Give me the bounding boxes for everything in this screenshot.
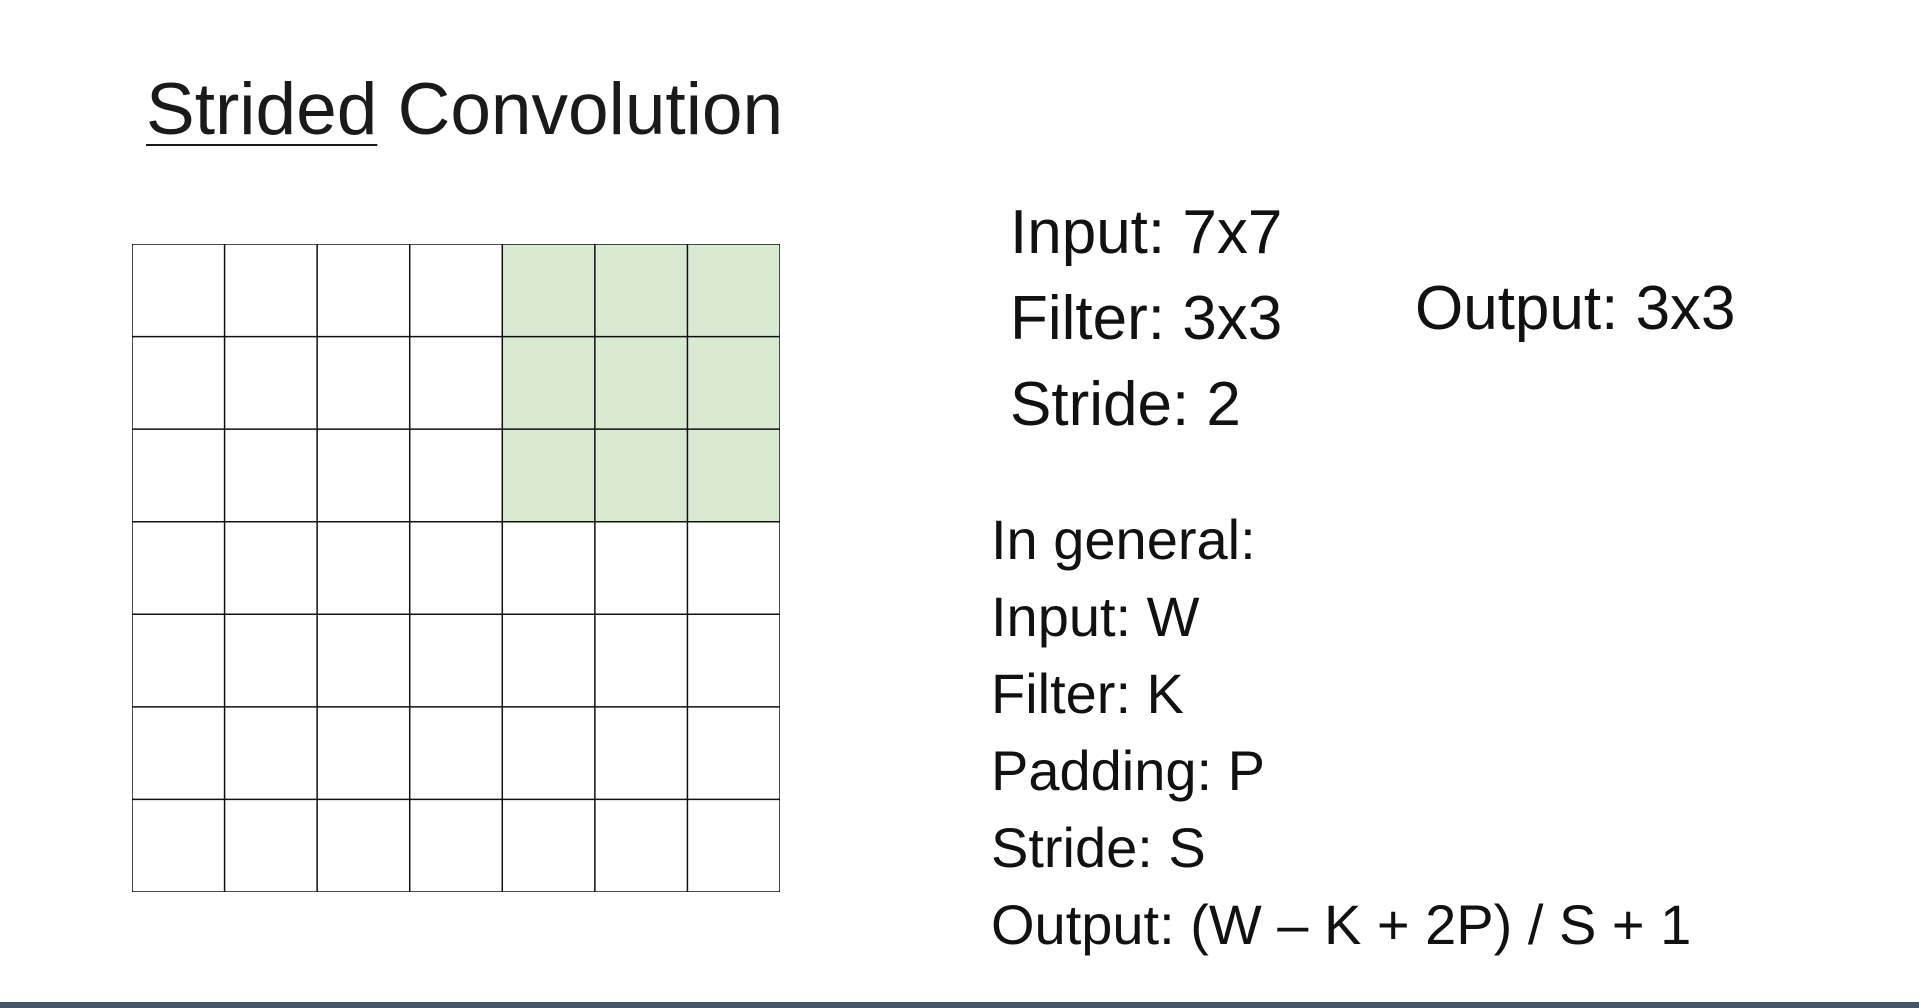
grid-cell	[132, 429, 225, 522]
general-stride: Stride: S	[991, 816, 1206, 879]
highlighted-grid-cell	[687, 336, 780, 430]
grid-cell	[409, 336, 503, 430]
grid-cell	[317, 614, 410, 707]
title-remaining-text: Convolution	[377, 69, 784, 150]
grid-cell	[132, 614, 225, 707]
example-output: Output: 3x3	[1415, 274, 1736, 343]
grid-cell	[502, 706, 595, 800]
grid-cell	[594, 799, 688, 892]
grid-cell	[317, 429, 410, 522]
grid-cell	[317, 521, 410, 615]
highlighted-grid-cell	[594, 336, 688, 430]
grid-cell	[409, 614, 503, 707]
highlighted-grid-cell	[687, 429, 780, 522]
grid-cell	[594, 706, 688, 800]
general-padding: Padding: P	[991, 739, 1265, 802]
example-stride: Stride: 2	[1010, 370, 1241, 439]
grid-cell	[409, 799, 503, 892]
grid-cell	[224, 244, 318, 337]
grid-cell	[132, 336, 225, 430]
highlighted-grid-cell	[502, 244, 595, 337]
grid-cell	[687, 521, 780, 615]
grid-cell	[224, 521, 318, 615]
highlighted-grid-cell	[594, 244, 688, 337]
general-formula-block: In general: Input: W Filter: K Padding: …	[991, 501, 1691, 963]
highlighted-grid-cell	[502, 429, 595, 522]
general-filter: Filter: K	[991, 662, 1184, 725]
grid-cell	[317, 706, 410, 800]
convolution-grid-container	[132, 244, 780, 892]
grid-cell	[594, 614, 688, 707]
grid-cell	[594, 521, 688, 615]
grid-cell	[224, 614, 318, 707]
grid-cell	[224, 429, 318, 522]
highlighted-grid-cell	[594, 429, 688, 522]
grid-cell	[224, 799, 318, 892]
highlighted-grid-cell	[687, 244, 780, 337]
general-input: Input: W	[991, 585, 1200, 648]
example-input: Input: 7x7	[1010, 198, 1283, 267]
grid-cell	[409, 521, 503, 615]
grid-cell	[132, 521, 225, 615]
grid-cell	[502, 521, 595, 615]
grid-cell	[409, 706, 503, 800]
grid-cell	[317, 244, 410, 337]
grid-cell	[687, 614, 780, 707]
grid-cell	[224, 336, 318, 430]
convolution-grid	[132, 244, 780, 892]
title-underlined-word: Strided	[146, 69, 378, 150]
example-filter: Filter: 3x3	[1010, 284, 1283, 353]
grid-cell	[132, 706, 225, 800]
general-output-formula: Output: (W – K + 2P) / S + 1	[991, 893, 1692, 956]
grid-cell	[687, 706, 780, 800]
grid-cell	[687, 799, 780, 892]
grid-cell	[409, 429, 503, 522]
highlighted-grid-cell	[502, 336, 595, 430]
grid-cell	[317, 336, 410, 430]
grid-cell	[409, 244, 503, 337]
slide-title: Strided Convolution	[146, 62, 783, 158]
example-parameters: Input: 7x7 Filter: 3x3 Stride: 2	[1010, 190, 1282, 448]
grid-cell	[132, 244, 225, 337]
grid-cell	[502, 614, 595, 707]
grid-cell	[132, 799, 225, 892]
general-heading: In general:	[991, 508, 1256, 571]
slide-bottom-rule	[0, 1002, 1919, 1008]
grid-cell	[317, 799, 410, 892]
grid-cell	[502, 799, 595, 892]
grid-cell	[224, 706, 318, 800]
